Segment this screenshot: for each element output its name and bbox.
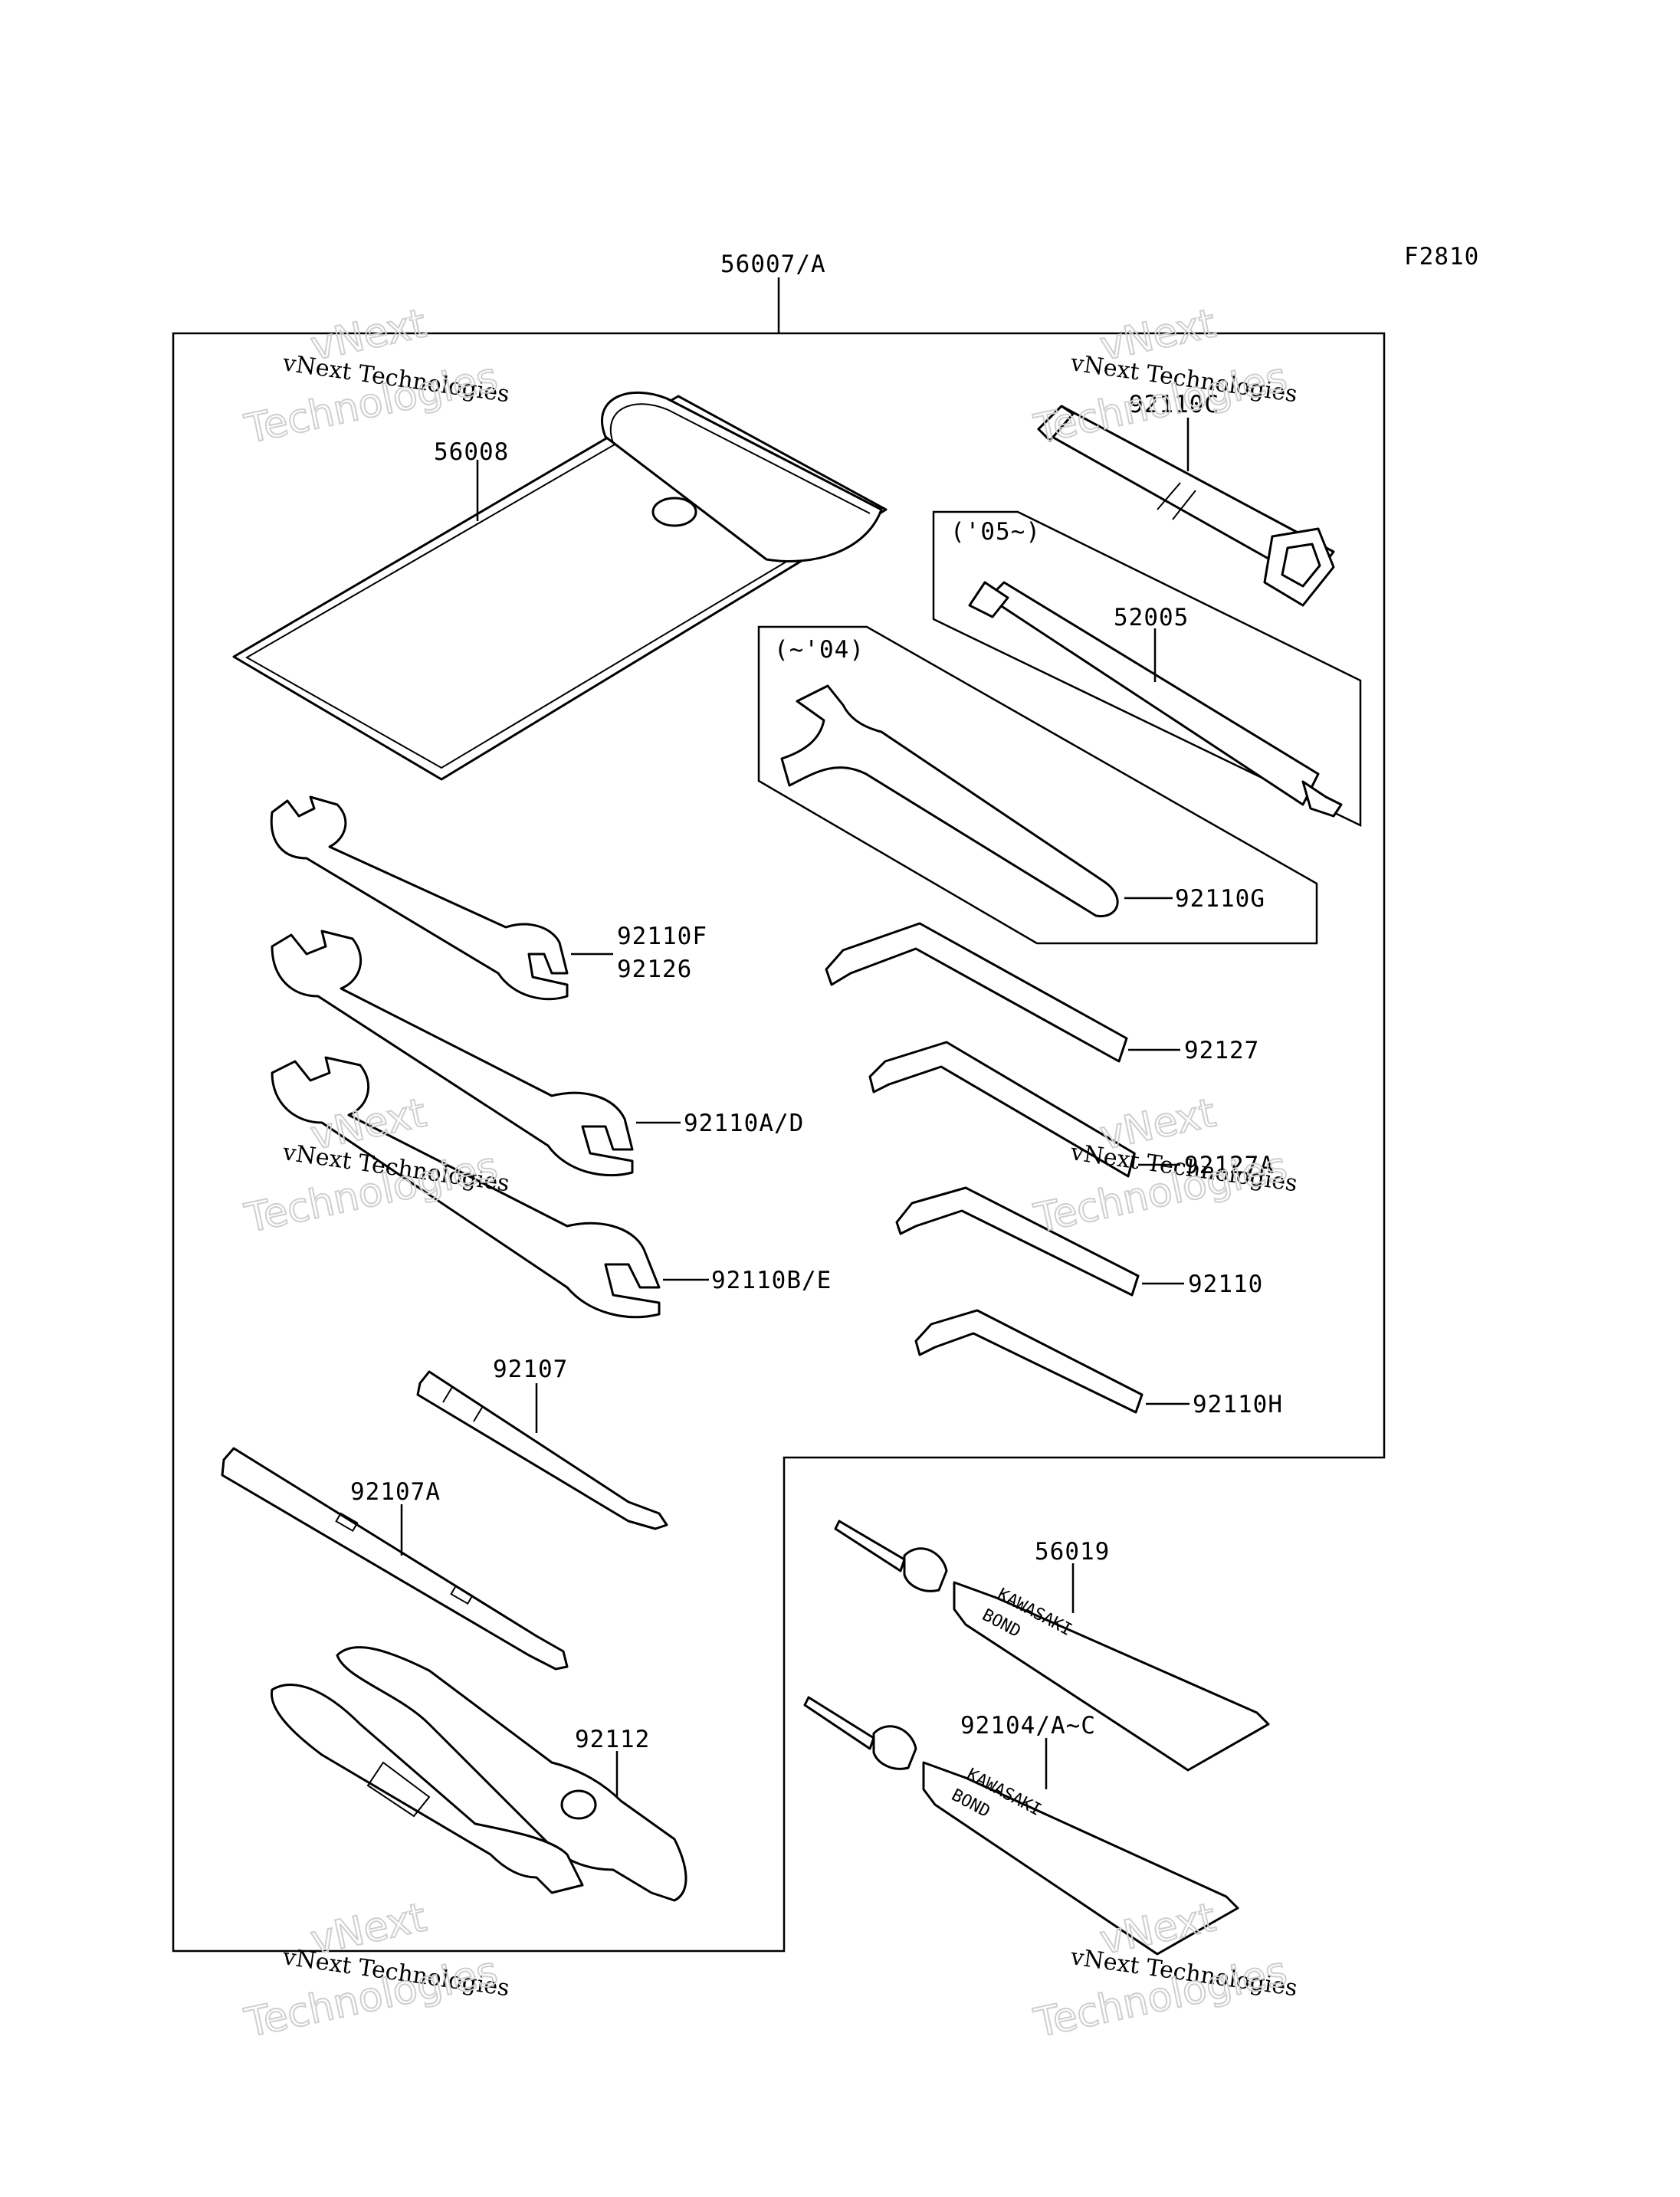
hex-key-92110H: 92110H	[914, 1309, 1283, 1418]
label-92126: 92126	[617, 956, 692, 983]
watermark-top-left: vNext vNext Technologies Technologies	[240, 300, 511, 453]
screwdriver-92107: 92107	[416, 1356, 668, 1530]
kit-outline	[172, 332, 1386, 1953]
label-52005: 52005	[1114, 604, 1189, 631]
label-05-onward: ('05~)	[950, 518, 1041, 546]
pliers-92112: 92112	[270, 1646, 687, 1902]
wrench-92110AD: 92110A/D	[271, 930, 804, 1177]
label-92110AD: 92110A/D	[684, 1110, 804, 1137]
wrench-92110BE: 92110B/E	[271, 1056, 832, 1319]
bond-tube-92104: KAWASAKI BOND 92104/A~C	[803, 1696, 1239, 1956]
label-56019: 56019	[1035, 1538, 1110, 1566]
label-92127A: 92127A	[1184, 1152, 1275, 1179]
figure-code: F2810	[1404, 243, 1479, 271]
label-92110C: 92110C	[1129, 391, 1219, 418]
label-92110G: 92110G	[1175, 885, 1265, 913]
label-92104: 92104/A~C	[960, 1712, 1096, 1740]
screwdriver-92107A: 92107A	[221, 1447, 569, 1671]
box-05-onward: ('05~) 52005	[932, 510, 1362, 827]
hex-key-92127A: 92127A	[868, 1041, 1275, 1179]
kit-label: 56007/A	[720, 251, 826, 278]
watermark-mid-right: vNext vNext Technologies Technologies	[1029, 1089, 1299, 1242]
hex-key-92127: 92127	[825, 922, 1259, 1064]
wrench-92110F: 92110F 92126	[270, 795, 707, 1001]
watermark-bottom-left: vNext vNext Technologies Technologies	[240, 1894, 511, 2047]
label-92110: 92110	[1188, 1271, 1263, 1298]
box-up-to-04: (~'04) 92110G	[757, 625, 1318, 945]
hex-key-92110: 92110	[895, 1186, 1263, 1298]
watermark-bottom-right: vNext vNext Technologies Technologies	[1029, 1894, 1299, 2047]
label-92127: 92127	[1184, 1037, 1259, 1064]
plug-wrench: 92110C	[1037, 391, 1335, 607]
label-92110H: 92110H	[1193, 1391, 1283, 1418]
tool-pouch: 56008	[232, 391, 888, 781]
label-92107: 92107	[493, 1356, 568, 1383]
label-92107A: 92107A	[350, 1478, 441, 1506]
watermark-top-right: vNext vNext Technologies Technologies	[1029, 300, 1299, 453]
label-92110BE: 92110B/E	[711, 1267, 832, 1294]
label-up-to-04: (~'04)	[774, 636, 865, 664]
label-92112: 92112	[575, 1726, 650, 1753]
label-92110F: 92110F	[617, 923, 707, 950]
label-56008: 56008	[434, 438, 509, 466]
